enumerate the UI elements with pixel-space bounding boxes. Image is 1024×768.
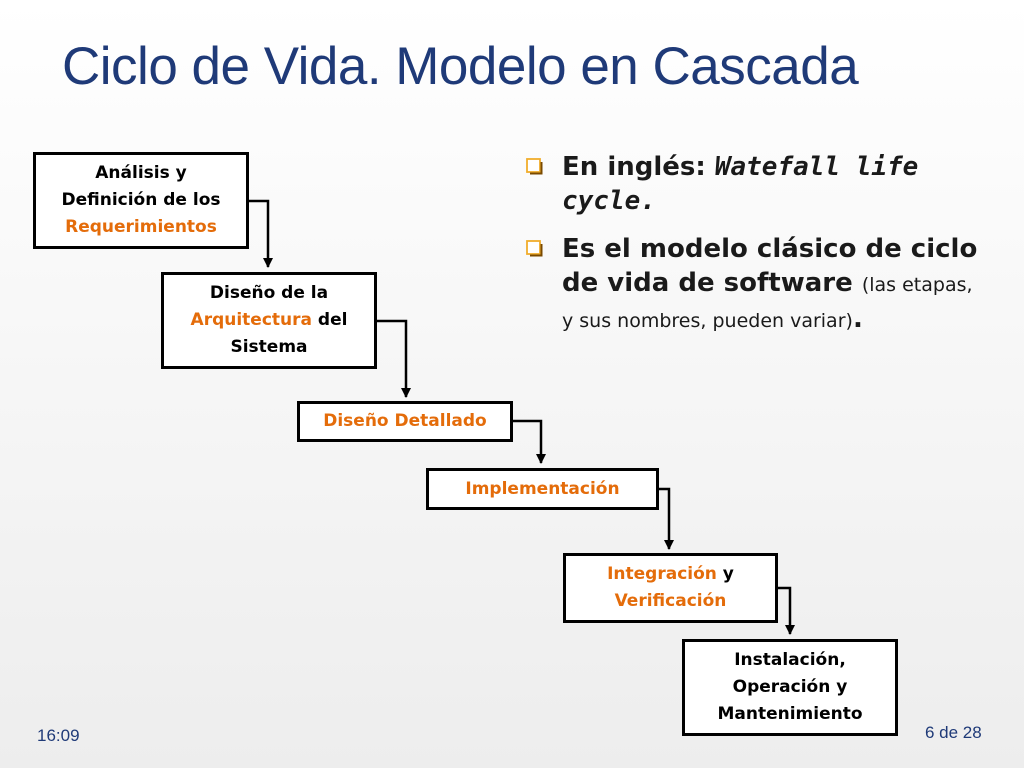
step-line: Verificación [607, 588, 734, 615]
connector-5 [777, 586, 795, 635]
step-term: y [716, 564, 734, 584]
step-text: Diseño Detallado [323, 408, 487, 435]
step-term-highlight: Verificación [614, 591, 727, 611]
step-line: Operación y [717, 674, 862, 701]
bullet-english-name: En inglés: Watefall life cycle. [524, 150, 984, 218]
step-implementacion: Implementación [426, 468, 659, 510]
step-line: Diseño de la [191, 280, 348, 307]
bullet-list: En inglés: Watefall life cycle. Es el mo… [524, 150, 984, 338]
step-term: Sistema [230, 337, 308, 357]
step-diseno-detallado: Diseño Detallado [297, 401, 513, 442]
step-line: Diseño Detallado [323, 408, 487, 435]
step-term: Mantenimiento [717, 704, 863, 724]
step-term: Definición de los [61, 190, 221, 210]
step-term-highlight: Arquitectura [190, 310, 312, 330]
checkbox-bullet-icon [526, 158, 543, 175]
step-line: Requerimientos [61, 214, 220, 241]
step-line: Sistema [191, 334, 348, 361]
step-line: Instalación, [717, 647, 862, 674]
bullet-english-term: Watefall life cycle. [562, 152, 919, 216]
connector-4 [658, 487, 674, 550]
slide-time: 16:09 [37, 726, 80, 745]
slide-page-number: 6 de 28 [925, 723, 982, 742]
step-line: Arquitectura del [191, 307, 348, 334]
bullet-classic-text: Es el modelo clásico de ciclo de vida de… [562, 234, 978, 298]
step-term: Diseño de la [209, 283, 329, 303]
step-line: Definición de los [61, 187, 220, 214]
step-text: Implementación [465, 476, 619, 503]
bullet-classic-note: (las etapas, y sus nombres, pueden varia… [562, 274, 973, 332]
checkbox-bullet-icon [526, 240, 543, 257]
step-instalacion: Instalación, Operación y Mantenimiento [682, 639, 898, 736]
step-term-highlight: Implementación [465, 478, 620, 499]
step-line: Implementación [465, 476, 619, 503]
slide-title: Ciclo de Vida. Modelo en Cascada [62, 37, 859, 96]
connector-1 [248, 199, 273, 268]
bullet-classic-model: Es el modelo clásico de ciclo de vida de… [524, 232, 984, 338]
step-term-highlight: Diseño Detallado [323, 411, 487, 431]
bullet-classic-end: . [852, 304, 863, 334]
step-line: Análisis y [61, 160, 220, 187]
step-term: del [312, 310, 348, 330]
step-term: Análisis y [95, 163, 187, 183]
step-line: Integración y [607, 561, 734, 588]
step-term: Operación y [732, 677, 848, 697]
connector-3 [512, 419, 546, 464]
step-term-highlight: Requerimientos [65, 217, 217, 237]
step-text: Instalación, Operación y Mantenimiento [717, 647, 862, 728]
connector-2 [376, 319, 411, 398]
step-term: Instalación, [734, 650, 846, 670]
step-term-highlight: Integración [607, 564, 717, 584]
bullet-english-prefix: En inglés: [562, 152, 715, 182]
step-line: Mantenimiento [717, 701, 862, 728]
